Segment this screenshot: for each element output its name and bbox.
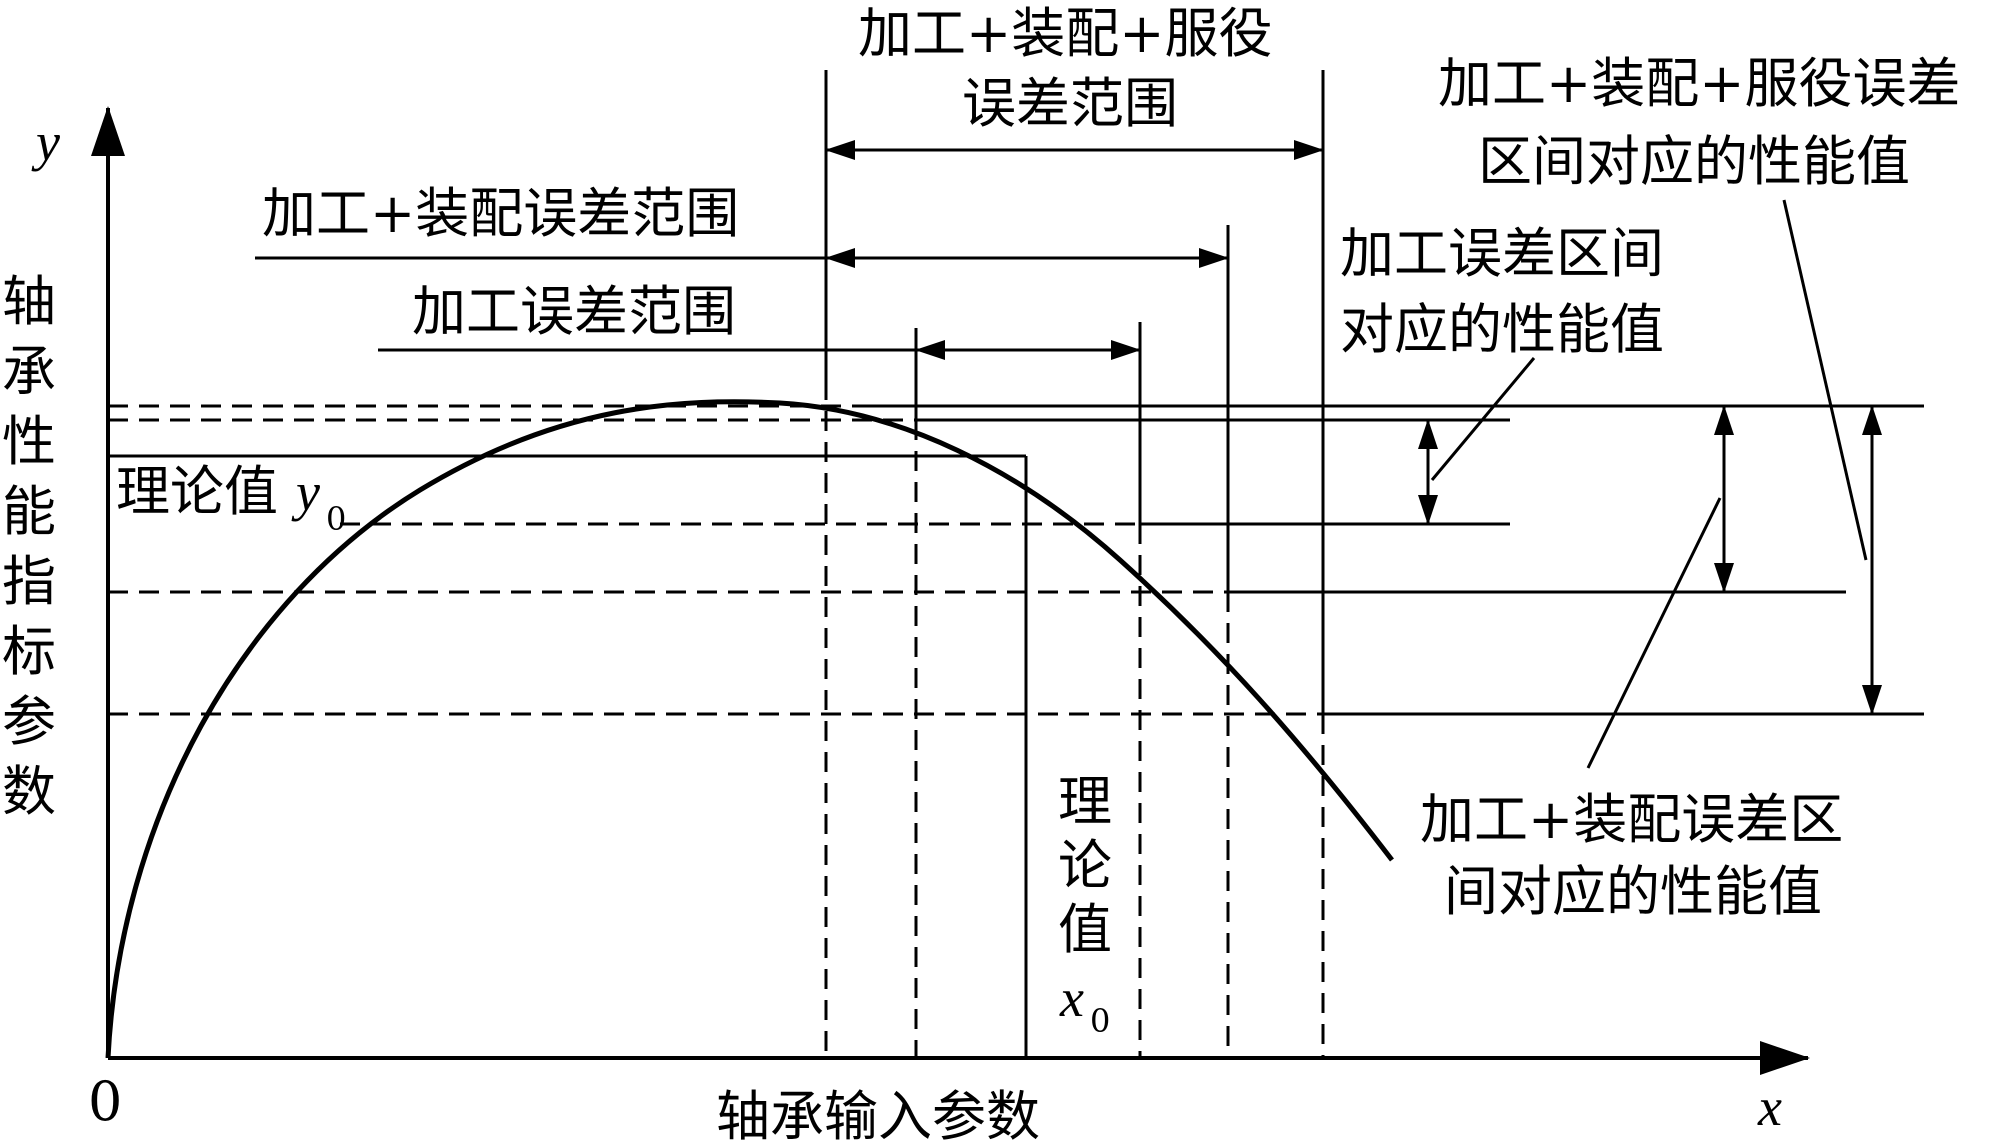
performance-curve (105, 399, 1394, 1059)
x-axis-symbol: x (1757, 1077, 1782, 1137)
service-range-label-1: 加工+装配+服役 (858, 2, 1273, 65)
x-projection-dashes (824, 380, 1325, 1058)
axes (91, 106, 1810, 1075)
y-axis-label-char-5: 标 (2, 620, 56, 683)
theory-x-symbol: x (1059, 968, 1084, 1028)
machining-perf-label-2: 对应的性能值 (1340, 298, 1664, 361)
y-axis-label-char-3: 能 (2, 480, 56, 543)
y-axis-label-char-4: 指 (2, 550, 56, 613)
machining-range-label: 加工误差范围 (412, 280, 736, 343)
performance-arrows (1418, 405, 1882, 715)
service-perf-label-1: 加工+装配+服役误差 (1438, 52, 1961, 115)
y-projection-dashes (108, 404, 1323, 716)
assembly-range-label: 加工+装配误差范围 (262, 182, 739, 245)
y-axis-label-char-6: 参 (2, 690, 56, 753)
leader-lines (1430, 199, 1868, 769)
theory-x-label-char-1: 论 (1058, 834, 1112, 897)
service-perf-label-2: 区间对应的性能值 (1478, 130, 1910, 193)
range-boundaries (255, 70, 1325, 1058)
y-axis-label-char-1: 承 (2, 340, 56, 403)
theory-x-subscript: 0 (1090, 1002, 1110, 1040)
range-arrows (825, 140, 1324, 360)
performance-level-lines (108, 404, 1924, 716)
machining-perf-label-1: 加工误差区间 (1340, 222, 1664, 285)
assembly-perf-label-1: 加工+装配误差区 (1420, 788, 1843, 851)
theory-x-label-char-0: 理 (1058, 770, 1112, 833)
y-axis-label-char-0: 轴 (2, 270, 56, 333)
x-axis-label: 轴承输入参数 (716, 1085, 1040, 1143)
y-axis-symbol: y (31, 112, 60, 172)
theory-y-subscript: 0 (326, 500, 346, 538)
machining-perf-leader (1430, 357, 1536, 481)
service-range-label-2: 误差范围 (962, 72, 1178, 135)
origin-label: 0 (88, 1070, 122, 1133)
theory-x-label: 理论值 (1058, 770, 1112, 961)
theory-x-label-char-2: 值 (1058, 898, 1112, 961)
y-axis-label-char-7: 数 (2, 760, 56, 823)
assembly-perf-leader (1586, 497, 1722, 769)
y-axis-label-char-2: 性 (2, 410, 56, 473)
theory-y-symbol: y (291, 462, 320, 522)
assembly-perf-label-2: 间对应的性能值 (1444, 860, 1822, 923)
theory-y-label: 理论值 (116, 460, 278, 523)
service-perf-leader (1782, 199, 1868, 561)
